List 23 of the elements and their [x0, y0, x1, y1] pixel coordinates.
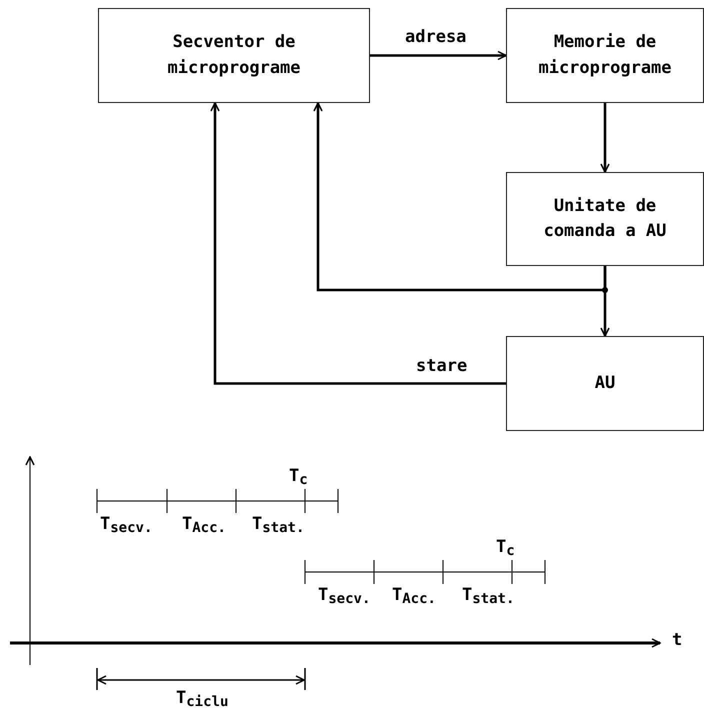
arrow	[370, 50, 507, 60]
axis-label: t	[672, 630, 682, 650]
period-label: T$_{c}$	[496, 537, 515, 559]
arrow	[600, 103, 610, 173]
arrow	[313, 102, 606, 292]
period-label: T$_{Acc.}$	[392, 585, 436, 607]
arrow	[600, 266, 610, 337]
period-label: T$_{ciclu}$	[176, 688, 228, 710]
process-box	[506, 336, 704, 431]
period-label: T$_{secv.}$	[318, 585, 370, 607]
period-label: T$_{c}$	[289, 466, 308, 488]
period-label: T$_{stat.}$	[252, 514, 304, 536]
box-label: Memorie de microprograme	[537, 31, 673, 80]
box-label: Unitate de comanda a AU	[542, 194, 668, 243]
period-label: T$_{stat.}$	[462, 585, 514, 607]
arrow	[210, 102, 506, 385]
period-label: T$_{Acc.}$	[182, 514, 226, 536]
box-label: AU	[594, 372, 616, 395]
process-box	[98, 8, 370, 103]
process-box	[506, 172, 704, 266]
box-label: Secventor de microprograme	[166, 31, 302, 80]
period-label: T$_{secv.}$	[100, 514, 152, 536]
process-box	[506, 8, 704, 103]
